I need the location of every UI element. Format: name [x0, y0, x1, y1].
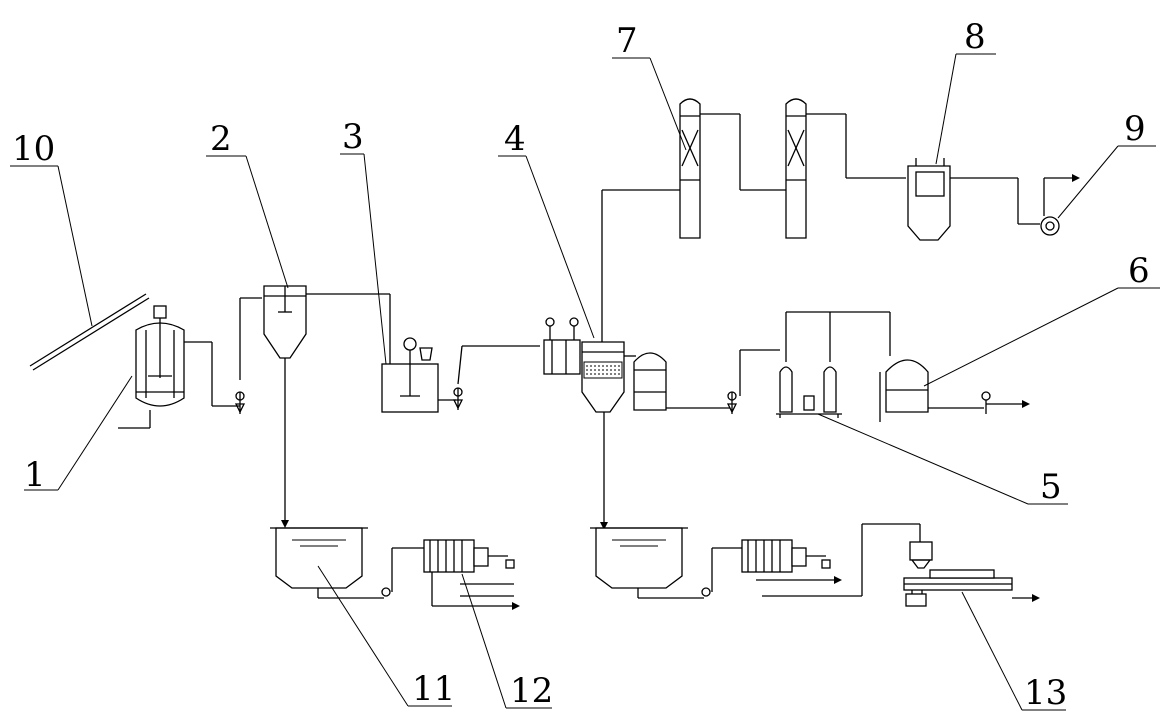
dust-collector-8: [907, 158, 1040, 241]
filter-press-12: [423, 539, 520, 610]
exhaust-fan-9: [1040, 174, 1080, 236]
label-8: 8: [964, 17, 986, 57]
filter-press-right: [741, 523, 921, 597]
label-12: 12: [510, 671, 553, 711]
thickener-right: [590, 527, 742, 599]
scrubber-towers-7: [679, 98, 906, 239]
label-2: 2: [210, 119, 232, 159]
clarifier-reactor-4: [543, 189, 680, 530]
label-9: 9: [1124, 109, 1146, 149]
label-6: 6: [1128, 251, 1150, 291]
ion-exchange-columns-5: [776, 311, 891, 418]
label-7: 7: [616, 21, 638, 61]
label-1: 1: [24, 455, 46, 495]
leader-lines: [10, 53, 1160, 711]
label-4: 4: [504, 119, 526, 159]
pump-icon: [234, 297, 262, 414]
product-tank-6: [879, 359, 1030, 422]
label-11: 11: [412, 669, 455, 709]
dryer-13: [903, 541, 1040, 607]
pump-icon: [726, 349, 780, 414]
storage-tank: [633, 352, 730, 411]
label-5: 5: [1040, 467, 1062, 507]
packing-media: [586, 365, 620, 375]
stirred-tank-3: [381, 337, 456, 413]
label-13: 13: [1024, 673, 1067, 713]
label-3: 3: [342, 117, 364, 157]
settling-cone-2: [263, 285, 391, 528]
thickener-11: [270, 527, 424, 599]
pump-icon: [452, 345, 540, 410]
reaction-kettle-1: [118, 305, 240, 429]
label-10: 10: [12, 129, 55, 169]
inclined-conveyor-10: [29, 293, 150, 371]
